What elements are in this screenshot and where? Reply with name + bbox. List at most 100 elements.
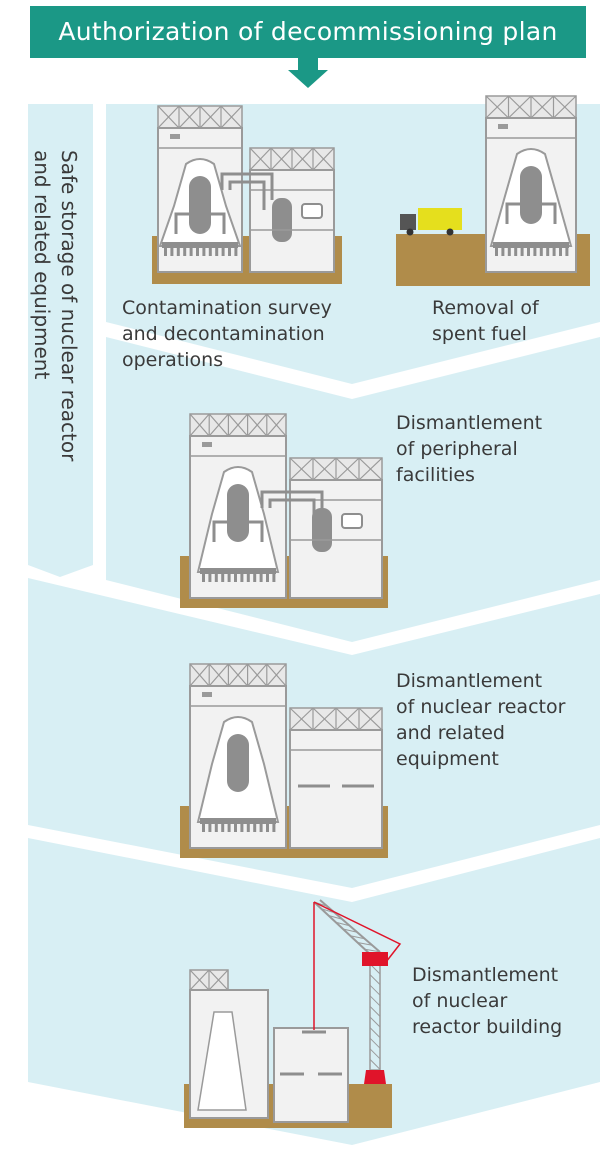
vent-icon	[202, 442, 212, 447]
truss-brace	[335, 707, 360, 731]
base-plate	[493, 242, 569, 248]
base-tooth	[234, 248, 238, 256]
base-plate	[200, 818, 276, 824]
base-tooth	[234, 824, 237, 832]
truck-wheel	[406, 228, 414, 236]
truss-brace	[220, 105, 243, 129]
base-tooth	[253, 824, 257, 832]
crane-base-icon	[364, 1070, 386, 1084]
base-tooth	[170, 248, 174, 256]
base-tooth	[234, 574, 237, 582]
page-title: Authorization of decommissioning plan	[30, 6, 586, 58]
truss-brace	[189, 663, 210, 687]
heat-exchanger	[272, 198, 292, 242]
base-tooth	[259, 824, 263, 832]
base-tooth	[240, 824, 244, 832]
connecting-pipe	[260, 490, 324, 518]
truss-brace	[508, 95, 532, 119]
crane-mast-brace	[369, 1059, 381, 1070]
base-tooth	[520, 248, 524, 256]
truss-brace	[208, 663, 229, 687]
vent-icon	[170, 134, 180, 139]
truss-brace	[358, 457, 383, 481]
base-tooth	[221, 824, 225, 832]
base-tooth	[227, 574, 231, 582]
truss-brace	[335, 457, 360, 481]
side-building-wall	[289, 479, 383, 599]
base-tooth	[214, 574, 218, 582]
base-tooth	[266, 824, 269, 832]
base-tooth	[240, 574, 244, 582]
base-plate	[200, 568, 276, 574]
reactor-vessel	[189, 176, 211, 234]
scene-contamination-survey	[152, 105, 342, 284]
base-tooth	[196, 248, 199, 256]
reactor-vessel	[227, 734, 249, 792]
crane-boom-brace	[328, 915, 343, 920]
truss-brace	[266, 663, 287, 687]
base-tooth	[259, 574, 263, 582]
base-tooth	[164, 248, 167, 256]
scene-peripheral-facilities	[180, 413, 388, 608]
base-tooth	[227, 824, 231, 832]
safe-storage-label-line-2: and related equipment	[30, 150, 54, 380]
base-tooth	[539, 248, 543, 256]
truss-brace	[291, 147, 314, 171]
truss-brace	[189, 413, 210, 437]
base-tooth	[527, 248, 530, 256]
step-reactor-building-label: Dismantlement of nuclear reactor buildin…	[412, 964, 563, 1038]
base-tooth	[214, 824, 218, 832]
base-tooth	[208, 824, 212, 832]
truss-brace	[189, 969, 210, 991]
base-plate	[162, 242, 238, 248]
reactor-vessel	[227, 484, 249, 542]
truss-brace	[208, 969, 229, 991]
truss-brace	[249, 147, 272, 171]
base-tooth	[272, 574, 276, 582]
base-tooth	[546, 248, 550, 256]
base-tooth	[202, 824, 205, 832]
truss-brace	[289, 457, 314, 481]
down-arrow-icon	[288, 58, 328, 88]
base-tooth	[189, 248, 193, 256]
crane-mast-brace	[369, 974, 381, 985]
base-tooth	[176, 248, 180, 256]
truss-brace	[227, 663, 249, 687]
base-tooth	[215, 248, 219, 256]
base-tooth	[228, 248, 231, 256]
crane-cab-icon	[362, 952, 388, 966]
safe-storage-label: Safe storage of nuclear reactor and rela…	[24, 150, 84, 580]
base-tooth	[559, 248, 562, 256]
base-tooth	[266, 574, 269, 582]
truss-brace	[266, 413, 287, 437]
connecting-pipe	[268, 498, 316, 528]
base-tooth	[208, 248, 212, 256]
pump-icon	[341, 513, 363, 529]
base-tooth	[272, 824, 276, 832]
scene-reactor-equipment	[180, 663, 388, 858]
crane-boom-brace	[350, 935, 365, 940]
truss-brace	[312, 147, 335, 171]
truss-brace	[485, 95, 509, 119]
crane-boom-brace	[335, 921, 350, 927]
truss-brace	[289, 707, 314, 731]
loop-pipe	[212, 520, 264, 542]
scene-spent-fuel	[396, 95, 590, 286]
truss-brace	[208, 413, 229, 437]
truck-cargo	[418, 208, 462, 230]
truss-brace	[312, 707, 337, 731]
crane-mast-brace	[369, 1027, 381, 1038]
truss-brace	[530, 95, 554, 119]
base-tooth	[208, 574, 212, 582]
base-tooth	[221, 574, 225, 582]
base-tooth	[501, 248, 505, 256]
base-tooth	[552, 248, 556, 256]
connecting-pipe	[220, 172, 274, 200]
crane-mast-brace	[369, 984, 381, 996]
crane-mast-brace	[369, 1006, 381, 1017]
crane-boom-brace	[364, 948, 380, 953]
truss-brace	[312, 457, 337, 481]
crane-boom-brace	[357, 942, 373, 946]
crane-boom-brace	[321, 908, 335, 914]
